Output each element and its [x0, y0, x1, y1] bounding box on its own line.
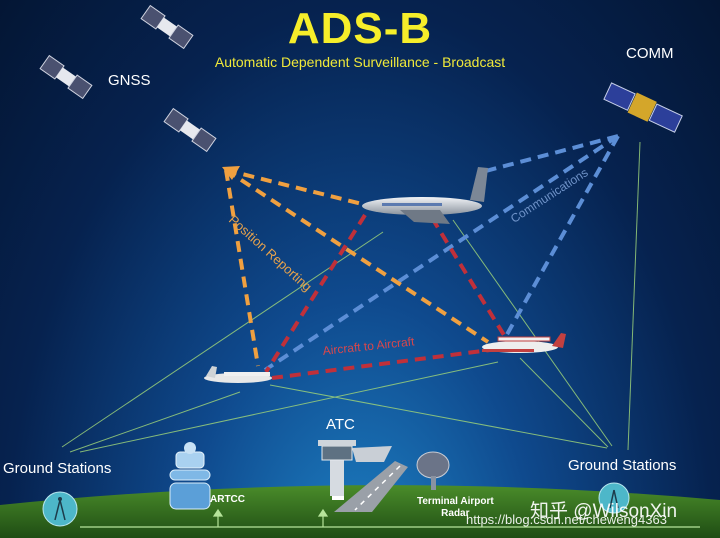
atc-label: ATC: [326, 416, 355, 433]
gnss-satellite-1: [140, 4, 194, 50]
uplink-arrows: [212, 508, 329, 527]
watermark-handle: 知乎 @WilsonXin: [530, 501, 678, 522]
ground-stations-right-label: Ground Stations: [568, 457, 677, 474]
terminal-radar-dish: [416, 451, 450, 490]
ground-stations-left-label: Ground Stations: [3, 460, 112, 477]
diagram-subtitle: Automatic Dependent Surveillance - Broad…: [214, 54, 506, 70]
gnss-satellite-2: [39, 54, 93, 100]
terminal-radar-label-line1: Terminal Airport: [417, 496, 494, 507]
airliner-aircraft: [362, 167, 488, 224]
general-aviation-aircraft-left: [204, 366, 272, 383]
aircraft-to-aircraft-links: [264, 213, 509, 380]
runway: [334, 461, 408, 512]
artcc-label: ARTCC: [210, 494, 245, 505]
diagram-title: ADS-B: [287, 4, 433, 53]
signal-lines: [61, 141, 641, 453]
artcc-building: [169, 442, 211, 510]
comm-label: COMM: [626, 45, 674, 62]
gnss-label: GNSS: [108, 72, 151, 89]
position-arrowhead: [222, 166, 240, 180]
general-aviation-aircraft-right: [482, 333, 566, 353]
gnss-satellite-3: [163, 107, 217, 153]
communication-links: [263, 134, 620, 372]
ground-station-antenna-right: [598, 482, 630, 514]
position-reporting-links: [224, 168, 490, 367]
comm-satellite: [603, 82, 683, 133]
terminal-radar-label-line2: Radar: [441, 508, 470, 519]
terminal-radar-label: Terminal Airport Radar: [417, 496, 494, 520]
atc-tower: [318, 440, 392, 500]
ground-station-antenna-left: [42, 491, 78, 527]
watermark-url: https://blog.csdn.net/cheweng4363: [466, 512, 667, 527]
